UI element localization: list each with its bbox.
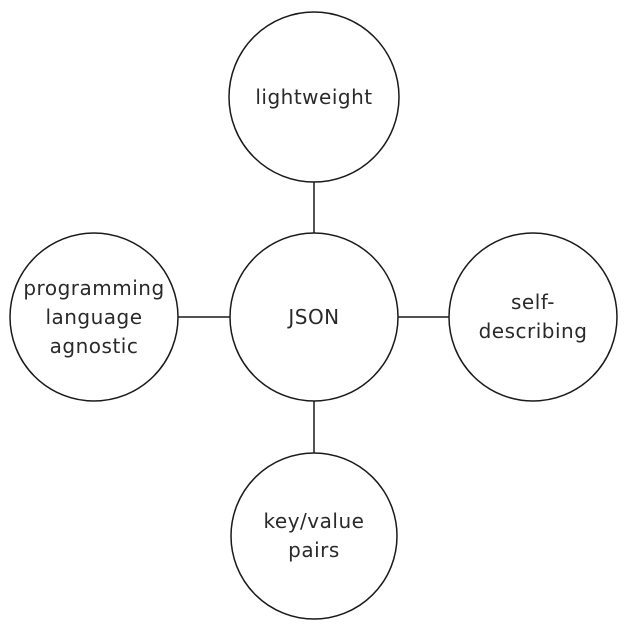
node-circle-self-describing xyxy=(448,232,618,402)
node-label-lightweight: lightweight xyxy=(234,57,394,137)
node-circle-key-value-pairs xyxy=(230,452,398,620)
node-circle-lightweight xyxy=(228,11,400,183)
node-label-programming-language-agnostic: programming language agnostic xyxy=(10,267,178,367)
label-line: pairs xyxy=(288,538,340,562)
node-label-self-describing: self- describing xyxy=(453,277,613,357)
node-label-json: JSON xyxy=(234,277,394,357)
label-line: language xyxy=(45,304,143,329)
label-line: key/value xyxy=(263,509,365,533)
label-line: agnostic xyxy=(49,333,139,358)
label-line: describing xyxy=(478,319,588,343)
label-line: self- xyxy=(511,290,555,314)
node-circle-json xyxy=(229,232,399,402)
label-line: programming xyxy=(23,275,165,300)
node-circle-programming-language-agnostic xyxy=(9,232,179,402)
node-label-key-value-pairs: key/value pairs xyxy=(234,496,394,576)
label-line: lightweight xyxy=(255,84,373,109)
label-line: JSON xyxy=(288,304,340,329)
